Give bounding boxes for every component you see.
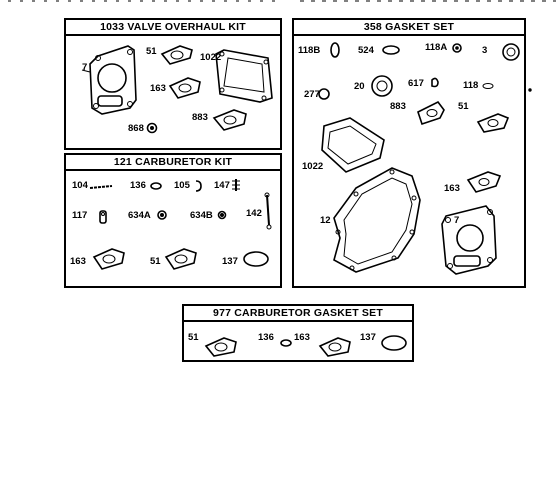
label-3: 3 [482, 45, 488, 56]
label-147: 147 [214, 180, 230, 191]
rocker-cover-gasket-1022-part [321, 117, 385, 173]
gasket-163-part [466, 171, 502, 193]
rocker-cover-gasket-part [215, 49, 273, 103]
gasket-51-part [204, 337, 237, 357]
panel-title: 358 GASKET SET [294, 20, 524, 36]
o-ring-118-part [482, 83, 494, 89]
label-136: 136 [130, 180, 146, 191]
label-883: 883 [390, 101, 406, 112]
label-617: 617 [408, 78, 424, 89]
needle-105-part [195, 180, 202, 192]
seal-617-part [431, 77, 439, 88]
label-868: 868 [128, 123, 144, 134]
intake-gasket-163-part [168, 77, 201, 99]
panel-title: 1033 VALVE OVERHAUL KIT [66, 20, 280, 36]
gasket-51-part [476, 113, 510, 133]
label-7: 7 [82, 62, 88, 73]
label-137: 137 [360, 332, 376, 343]
o-ring-118b-part [330, 42, 340, 58]
valve-kit-parts-art [81, 45, 273, 134]
label-163: 163 [444, 183, 460, 194]
seal-277-part [318, 88, 330, 100]
reference-dot [528, 88, 532, 92]
pin-104-part [89, 185, 113, 189]
carburetor-gasket-set-panel: 977 CARBURETOR GASKET SET 51 136 163 137 [182, 304, 414, 362]
label-136: 136 [258, 332, 274, 343]
label-883: 883 [192, 112, 208, 123]
panel-title: 977 CARBURETOR GASKET SET [184, 306, 412, 322]
label-118: 118 [463, 80, 479, 91]
label-634b: 634B [190, 210, 213, 221]
label-634a: 634A [128, 210, 151, 221]
linkage-142-part [264, 192, 272, 230]
label-51: 51 [150, 256, 161, 267]
label-163: 163 [294, 332, 310, 343]
ring-137-part [243, 251, 269, 267]
exhaust-gasket-883-part [212, 109, 247, 131]
intake-gasket-51-part [160, 45, 193, 65]
panel-title: 121 CARBURETOR KIT [66, 155, 280, 171]
valve-overhaul-kit-panel: 1033 VALVE OVERHAUL KIT [64, 18, 282, 150]
label-7: 7 [454, 215, 460, 226]
seal-524-part [382, 45, 400, 55]
seal-634a-part [157, 210, 167, 220]
label-163: 163 [150, 83, 166, 94]
seal-634b-part [217, 210, 227, 220]
label-118b: 118B [298, 45, 321, 56]
gasket-set-parts-art [318, 42, 532, 275]
label-105: 105 [174, 180, 190, 191]
label-1022: 1022 [200, 52, 222, 63]
label-104: 104 [72, 180, 88, 191]
cylinder-head-gasket-part [89, 45, 137, 115]
label-51: 51 [458, 101, 469, 112]
label-142: 142 [246, 208, 262, 219]
jet-117-part [99, 210, 107, 224]
carburetor-kit-parts-art [89, 179, 272, 270]
gasket-163-part [318, 337, 351, 357]
gasket-51-part [164, 248, 197, 270]
carburetor-kit-panel: 121 CARBURETOR KIT 104 136 105 147 117 6… [64, 153, 282, 288]
label-12: 12 [320, 215, 331, 226]
crankcase-gasket-12-part [333, 167, 421, 273]
label-51: 51 [188, 332, 199, 343]
label-277: 277 [304, 89, 320, 100]
label-163: 163 [70, 256, 86, 267]
oil-seal-20-part [371, 75, 393, 97]
carb-gasket-set-parts-art [204, 335, 407, 357]
cropped-header-marks [8, 0, 556, 2]
label-118a: 118A [425, 42, 448, 53]
gasket-883-part [417, 100, 445, 126]
label-117: 117 [72, 210, 88, 221]
seal-136-part [280, 339, 292, 347]
label-51: 51 [146, 46, 157, 57]
ring-137-part [381, 335, 407, 351]
head-gasket-7-part [441, 205, 497, 275]
label-20: 20 [354, 81, 365, 92]
seal-136-part [150, 182, 162, 190]
spring-147-part [232, 179, 240, 191]
o-ring-118a-part [452, 43, 462, 53]
valve-seal-868-part [146, 122, 158, 134]
gasket-163-part [92, 248, 125, 270]
label-1022: 1022 [302, 161, 324, 172]
gasket-set-panel: 358 GASKET SET [292, 18, 532, 288]
label-524: 524 [358, 45, 374, 56]
label-137: 137 [222, 256, 238, 267]
oil-seal-3-part [502, 43, 520, 61]
